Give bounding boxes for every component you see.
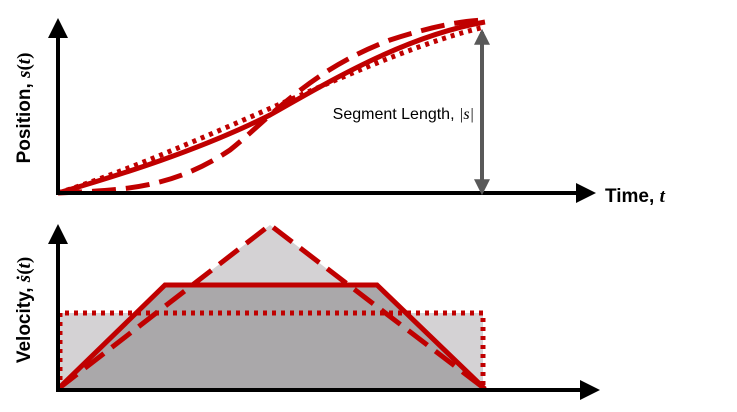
position-curve-dashed — [57, 17, 486, 196]
position-plot: Segment Length, |s| Position, s(t) Time,… — [14, 17, 666, 207]
velocity-curve-dashed — [56, 221, 487, 391]
velocity-curve-solid — [56, 282, 487, 391]
position-axis-label: Position, s(t) — [14, 53, 35, 164]
time-axis-label: Time, t — [605, 186, 666, 207]
velocity-axis-label: Velocity, ṡ(t) — [14, 257, 35, 363]
position-curve-solid — [57, 19, 486, 196]
velocity-plot: Velocity, ṡ(t) — [14, 221, 600, 400]
segment-length-label: Segment Length, |s| — [333, 106, 474, 123]
